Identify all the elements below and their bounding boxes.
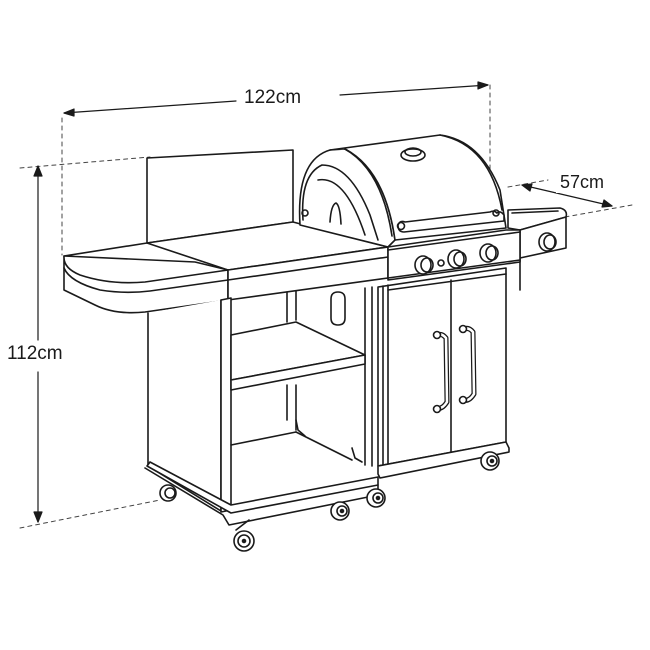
caster-middle-1	[330, 501, 350, 521]
width-dimension-label: 122cm	[240, 87, 306, 109]
storage-cart	[144, 286, 379, 526]
left-door-handle	[432, 330, 450, 414]
caster-front-left	[233, 519, 255, 552]
right-door-handle	[458, 324, 477, 405]
depth-dimension-label: 57cm	[556, 171, 609, 193]
dimension-guides	[19, 84, 633, 529]
height-dimension-arrow	[33, 165, 43, 523]
grill-cabinet	[377, 267, 510, 479]
depth-dimension-arrow	[521, 183, 613, 208]
width-dimension-arrow	[63, 81, 489, 117]
burner-knob-1	[414, 255, 434, 275]
burner-knob-2	[447, 249, 467, 269]
side-burner-knob	[538, 232, 557, 252]
igniter-button	[437, 259, 445, 267]
caster-middle-2	[366, 488, 386, 508]
side-table-top	[63, 221, 389, 314]
height-dimension-label: 112cm	[3, 343, 67, 365]
caster-back-left	[159, 484, 177, 502]
grill-hood	[298, 134, 507, 248]
caster-cabinet-right	[480, 451, 500, 471]
burner-knob-3	[479, 243, 499, 263]
